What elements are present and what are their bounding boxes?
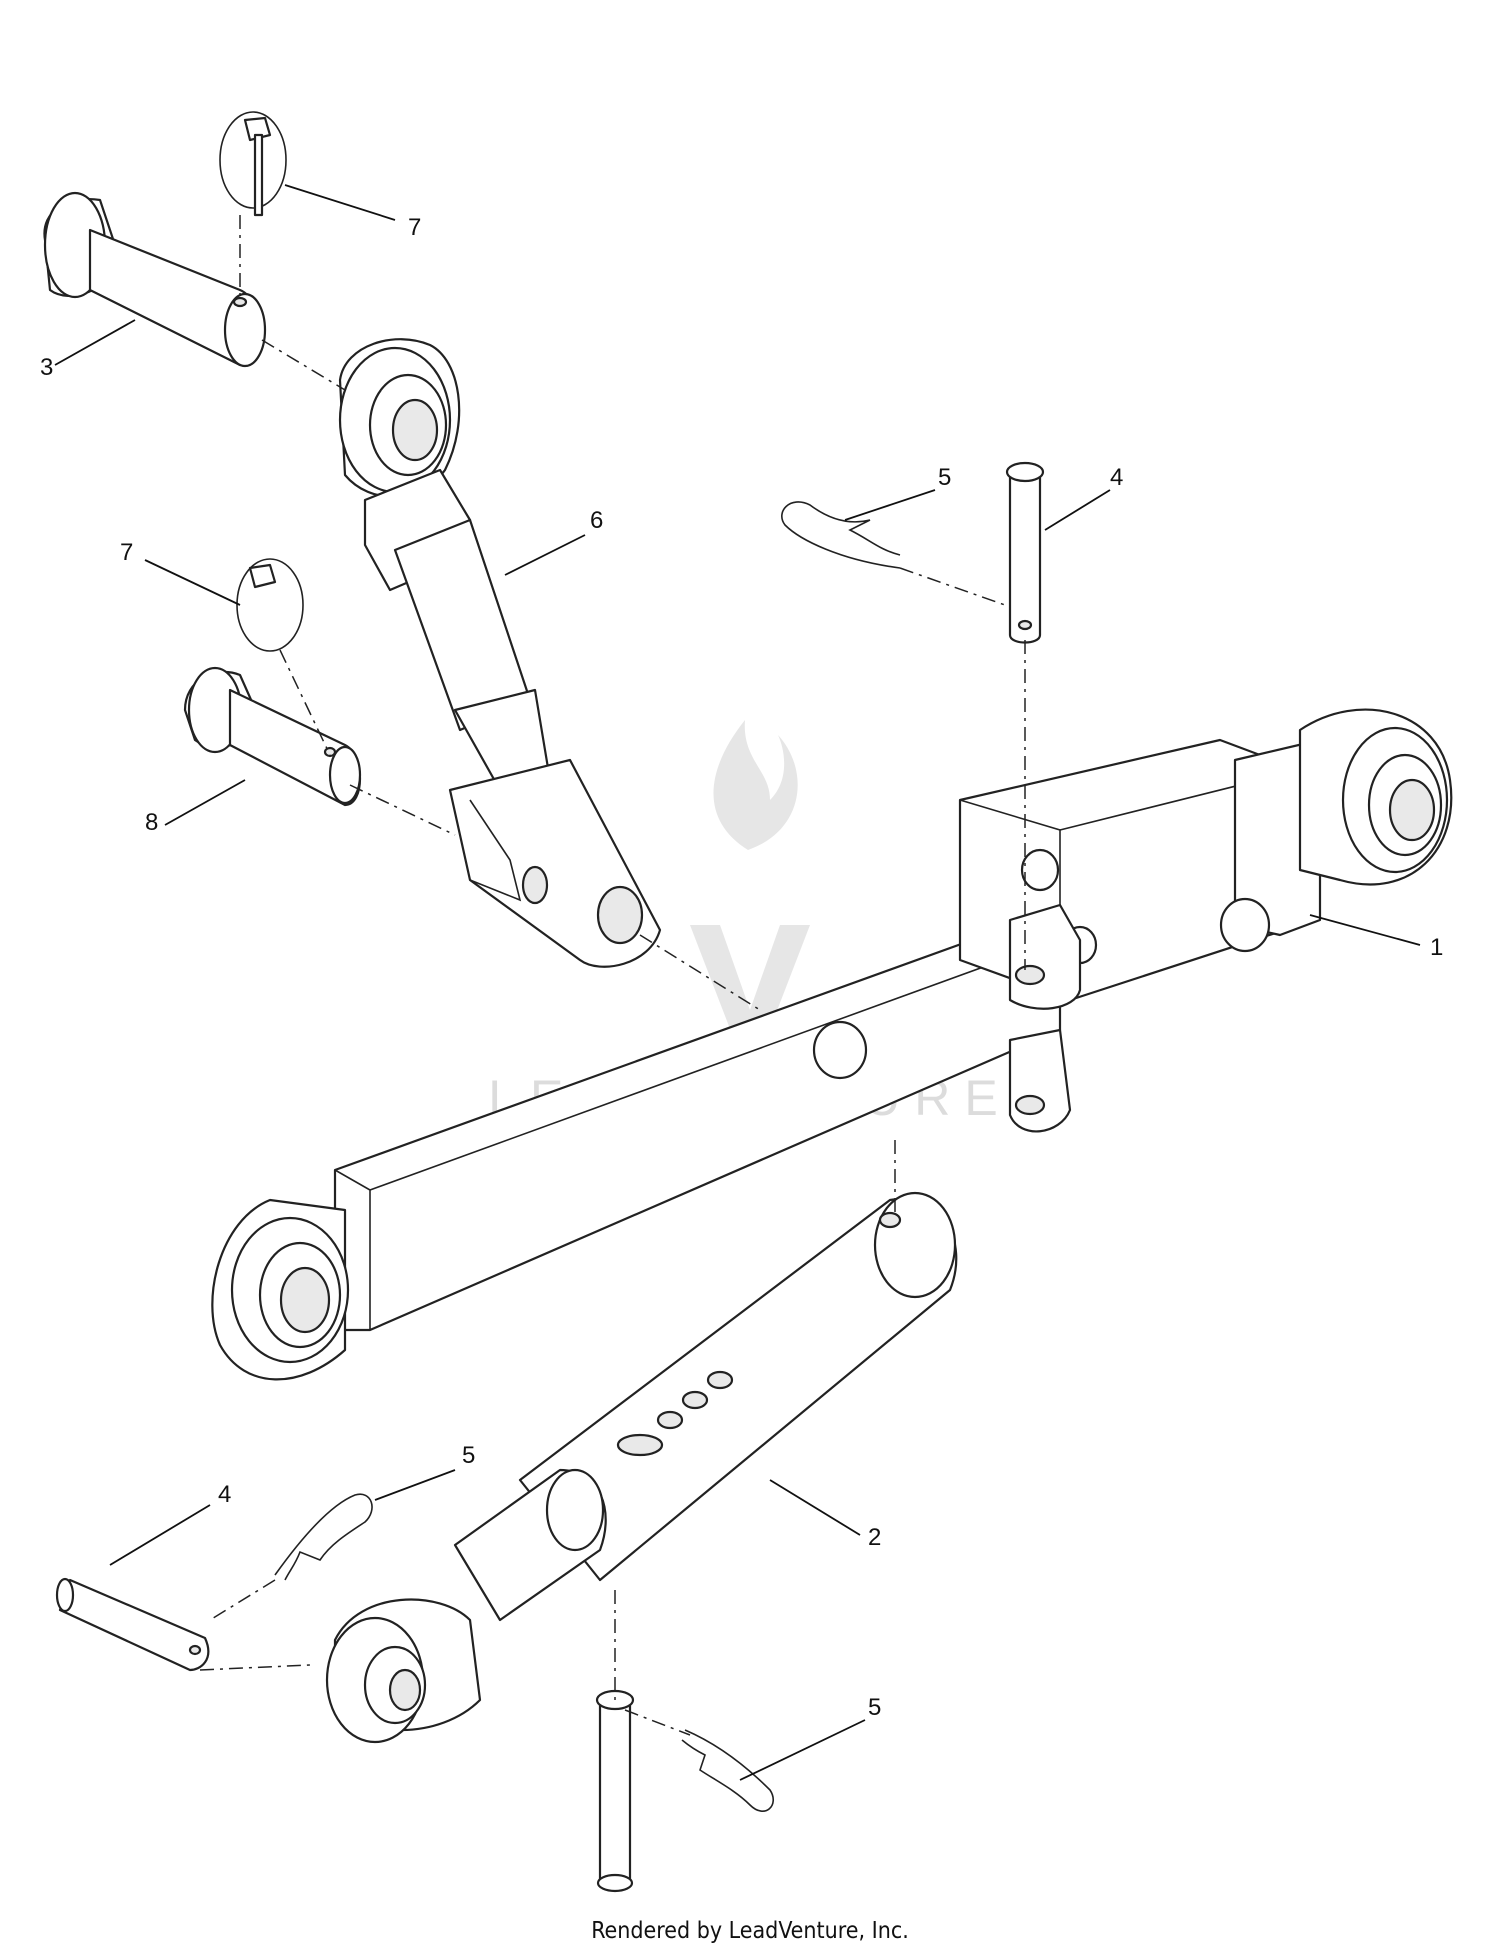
footer-credit: Rendered by LeadVenture, Inc. bbox=[591, 1918, 909, 1944]
callout-8: 8 bbox=[145, 809, 158, 836]
flame-v-logo-icon bbox=[690, 720, 810, 1060]
callout-3: 3 bbox=[40, 354, 53, 381]
part-4-clevis-pin-upper bbox=[1005, 461, 1045, 644]
callouts: 1 2 3 4 4 5 5 5 6 7 7 8 bbox=[40, 214, 1443, 1721]
assembly-lines bbox=[199, 215, 1026, 1736]
part-2-stabilizer-tube bbox=[325, 1191, 958, 1744]
part-5-hairpin-clip-middle bbox=[274, 1493, 373, 1581]
leader-lines bbox=[54, 184, 1421, 1781]
callout-7-lower: 7 bbox=[120, 539, 133, 566]
callout-5-lower: 5 bbox=[868, 1694, 881, 1721]
callout-4-lower: 4 bbox=[218, 1481, 231, 1508]
callout-5-upper: 5 bbox=[938, 464, 951, 491]
part-4-clevis-pin-lower-vertical bbox=[595, 1689, 635, 1893]
callout-2: 2 bbox=[868, 1524, 881, 1551]
callout-1: 1 bbox=[1430, 934, 1443, 961]
callout-4-upper: 4 bbox=[1110, 464, 1123, 491]
part-5-hairpin-clip-lower bbox=[681, 1729, 774, 1812]
part-5-hairpin-clip-upper bbox=[781, 501, 901, 569]
part-7-lynch-pin-upper bbox=[219, 111, 287, 217]
callout-7-upper: 7 bbox=[408, 214, 421, 241]
part-3-top-pin bbox=[43, 191, 267, 368]
part-4-clevis-pin-lower-left bbox=[55, 1577, 210, 1672]
part-7-lynch-pin-lower bbox=[236, 558, 304, 652]
part-6-top-link-turnbuckle bbox=[338, 338, 662, 968]
callout-6: 6 bbox=[590, 507, 603, 534]
callout-5-middle: 5 bbox=[462, 1442, 475, 1469]
part-1-lower-link-arm bbox=[211, 708, 1453, 1381]
part-8-lower-pin bbox=[183, 666, 362, 807]
